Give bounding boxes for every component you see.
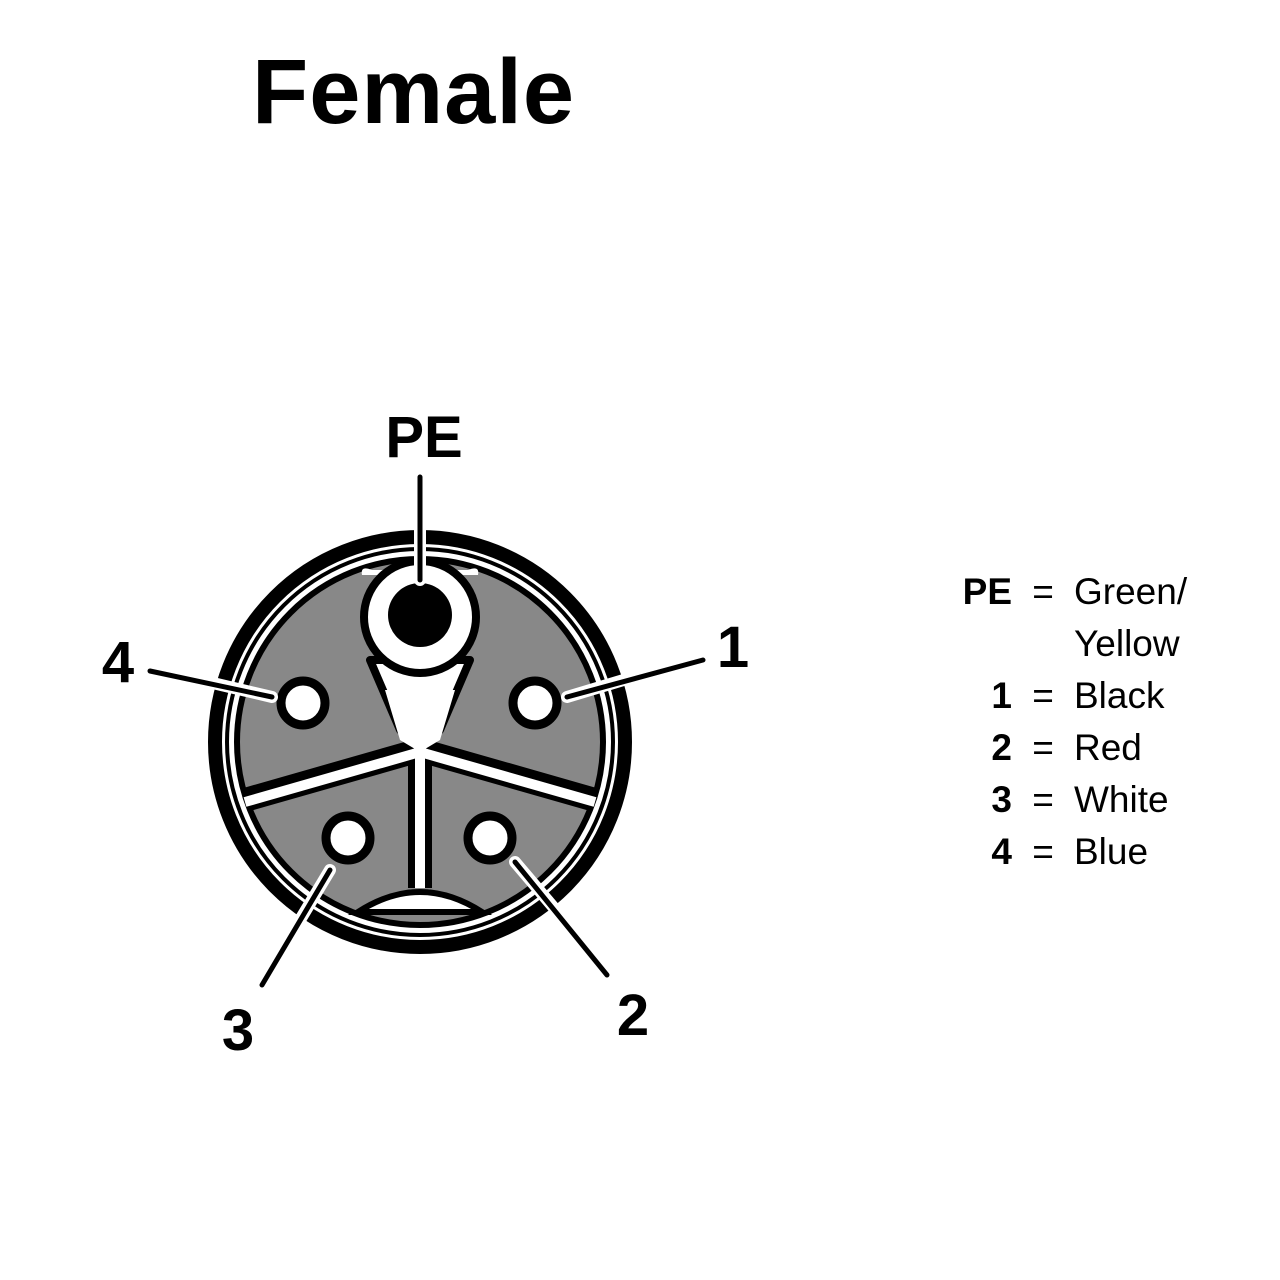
leader-1 [564,657,706,700]
legend-row: 4 = Blue [940,826,1187,878]
legend-key: 3 [991,779,1012,820]
diagram-title: Female [252,41,576,143]
legend-row: Yellow [940,618,1187,670]
neck-fill [385,690,455,752]
legend-row: 1 = Black [940,670,1187,722]
legend-value: White [1074,779,1169,820]
legend-key: 1 [991,675,1012,716]
pin-label-3: 3 [222,998,254,1063]
legend-separator: = [1032,571,1054,612]
pin-label-pe: PE [385,405,462,470]
legend-separator: = [1032,831,1054,872]
legend-value: Blue [1074,831,1149,872]
leader-4 [147,668,275,700]
legend-key: 4 [991,831,1012,872]
legend-row: 3 = White [940,774,1187,826]
pin-1-socket [508,676,562,730]
pin-label-2: 2 [617,983,649,1048]
leader-lines [147,474,706,988]
legend-separator: = [1032,727,1054,768]
leader-2 [512,859,610,978]
leader-3 [259,867,333,988]
coding-key [347,889,493,915]
legend-key: 2 [991,727,1012,768]
legend-key: PE [962,571,1012,612]
legend-value: Green/ [1074,571,1188,612]
pe-contact [388,583,452,647]
legend-value: Black [1074,675,1165,716]
pin-label-4: 4 [102,630,134,695]
pin-4-socket [276,676,330,730]
pin-label-1: 1 [717,615,749,680]
connector-face [208,530,632,954]
legend-separator: = [1032,779,1054,820]
pin-2-socket [463,811,517,865]
legend-separator: = [1032,675,1054,716]
wire-color-legend: PE = Green/ Yellow 1 = Black 2 = Red 3 = White 4… [940,566,1187,878]
pin-3-socket [321,811,375,865]
legend-value: Red [1074,727,1142,768]
legend-row: 2 = Red [940,722,1187,774]
channels [243,745,597,888]
legend-row: PE = Green/ [940,566,1187,618]
legend-value: Yellow [1074,623,1180,664]
